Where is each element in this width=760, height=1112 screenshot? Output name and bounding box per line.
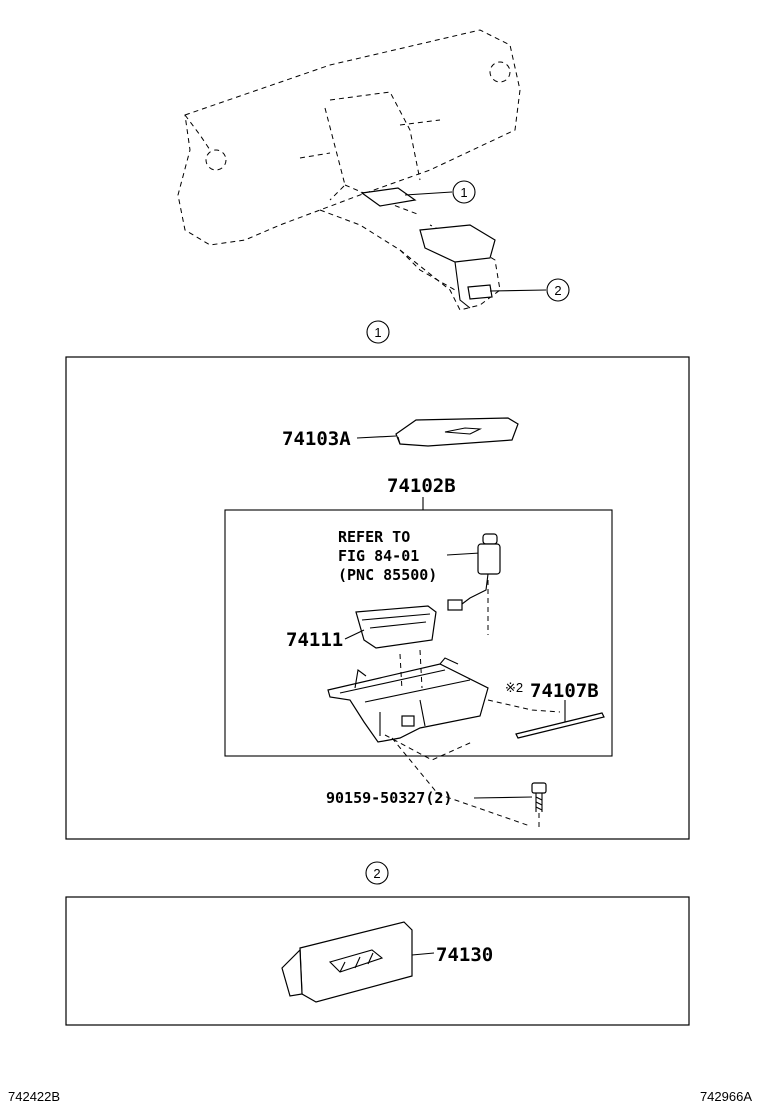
label-74107B: 74107B — [530, 680, 599, 702]
ashtray-part — [281, 921, 413, 1003]
callout-1: 1 — [404, 180, 476, 204]
cover-part — [395, 417, 519, 447]
assembly-box — [224, 509, 613, 757]
label-74111: 74111 — [286, 629, 343, 651]
label-74103A: 74103A — [282, 428, 351, 450]
section-2-frame — [65, 896, 690, 1026]
footer-left-code: 742422B — [8, 1089, 60, 1104]
svg-text:1: 1 — [460, 185, 467, 200]
note-mark: ※2 — [505, 680, 523, 695]
svg-text:2: 2 — [373, 866, 380, 881]
section-2-marker: 2 — [365, 861, 389, 885]
refer-line-1: REFER TO — [338, 528, 410, 546]
dashboard-overview — [177, 29, 521, 311]
footer-right-code: 742966A — [700, 1089, 752, 1104]
tray-part — [355, 605, 437, 649]
console-overview — [360, 187, 496, 309]
label-74130: 74130 — [436, 944, 493, 966]
label-screw: 90159-50327(2) — [326, 789, 452, 807]
base-bracket — [327, 649, 561, 827]
callout-2: 2 — [489, 278, 570, 302]
svg-text:2: 2 — [554, 283, 561, 298]
section-1-marker: 1 — [366, 320, 390, 344]
strip-part — [515, 712, 605, 739]
refer-line-2: FIG 84-01 — [338, 547, 419, 565]
switch-part — [447, 533, 501, 635]
screw-part — [531, 782, 547, 828]
svg-text:1: 1 — [374, 325, 381, 340]
section-1-frame — [65, 356, 690, 840]
refer-line-3: (PNC 85500) — [338, 566, 437, 584]
label-74102B: 74102B — [387, 475, 456, 497]
